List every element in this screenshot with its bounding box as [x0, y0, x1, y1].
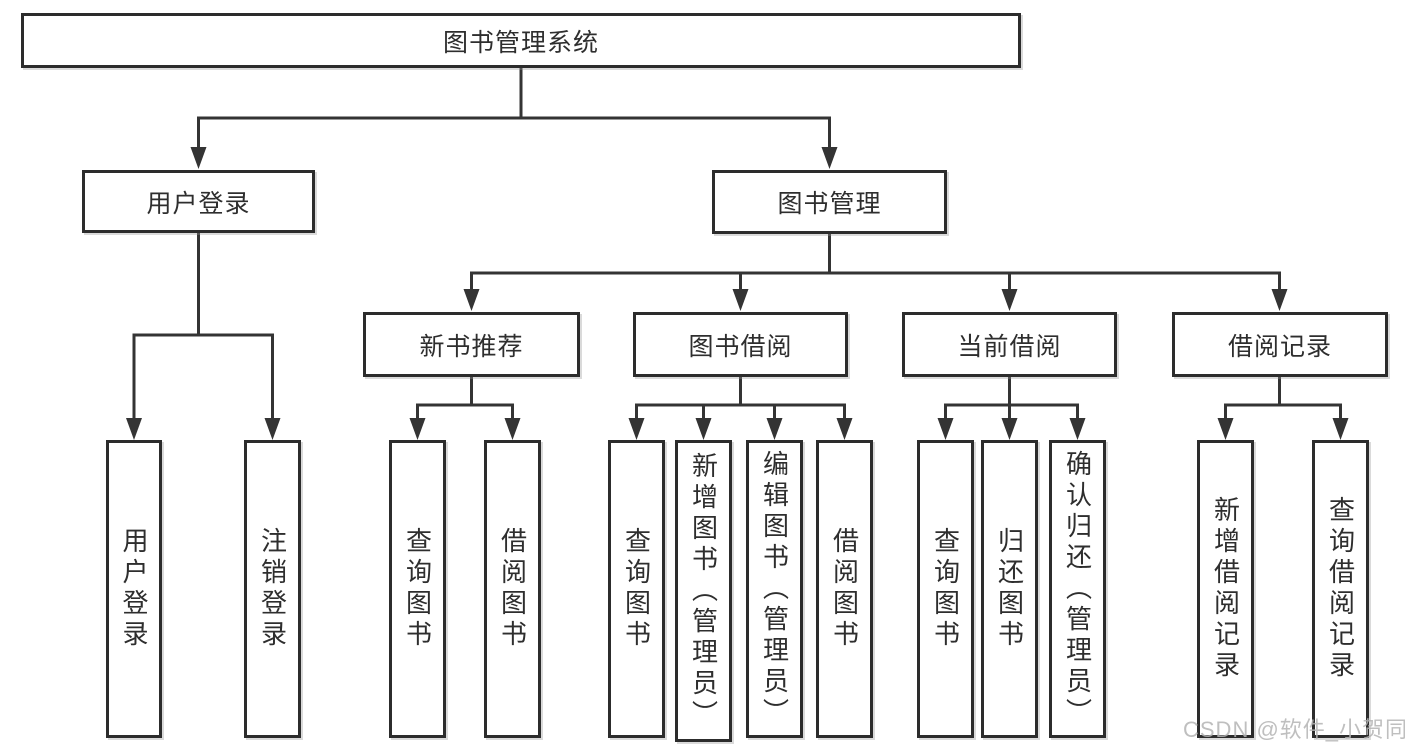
node-label: 借阅图书: [829, 527, 860, 651]
node-user-login: 用户登录: [82, 170, 315, 233]
node-label: 确认归还（管理员）: [1062, 449, 1093, 729]
node-label: 图书借阅: [688, 332, 793, 361]
node-label: 编辑图书（管理员）: [759, 449, 790, 729]
leaf-query-books-current: 查询图书: [917, 440, 974, 738]
node-label: 查询借阅记录: [1325, 496, 1356, 682]
leaf-confirm-return-admin: 确认归还（管理员）: [1049, 440, 1106, 738]
leaf-borrow-books-recommend: 借阅图书: [484, 440, 541, 738]
leaf-add-books-admin: 新增图书（管理员）: [675, 440, 732, 742]
node-new-book-recommend: 新书推荐: [363, 312, 580, 377]
node-label: 新增借阅记录: [1210, 496, 1241, 682]
node-book-borrowing: 图书借阅: [633, 312, 848, 377]
node-label: 归还图书: [994, 527, 1025, 651]
node-book-management-system: 图书管理系统: [21, 13, 1021, 68]
node-label: 借阅记录: [1227, 332, 1332, 361]
node-current-borrowing: 当前借阅: [902, 312, 1117, 377]
leaf-query-borrow-record: 查询借阅记录: [1312, 440, 1369, 738]
leaf-query-books-borrowing: 查询图书: [608, 440, 665, 738]
node-label: 用户登录: [146, 189, 251, 218]
leaf-query-books-recommend: 查询图书: [389, 440, 446, 738]
node-label: 查询图书: [621, 527, 652, 651]
node-label: 查询图书: [930, 527, 961, 651]
node-book-management: 图书管理: [712, 170, 947, 234]
node-label: 借阅图书: [497, 527, 528, 651]
node-label: 新书推荐: [419, 332, 524, 361]
node-label: 用户登录: [119, 527, 149, 651]
node-label: 注销登录: [257, 527, 288, 651]
node-label: 图书管理系统: [442, 28, 599, 57]
csdn-watermark: CSDN @软件_小贺同学: [1183, 717, 1405, 742]
node-label: 当前借阅: [957, 332, 1062, 361]
arrowheads: [126, 147, 1349, 440]
leaf-return-books: 归还图书: [981, 440, 1038, 738]
leaf-add-borrow-record: 新增借阅记录: [1197, 440, 1254, 738]
leaf-user-login: 用户登录: [106, 440, 162, 738]
leaf-logout: 注销登录: [244, 440, 301, 738]
leaf-borrow-books: 借阅图书: [816, 440, 873, 738]
node-label: 查询图书: [402, 527, 433, 651]
leaf-edit-books-admin: 编辑图书（管理员）: [746, 440, 803, 738]
node-borrowing-records: 借阅记录: [1172, 312, 1388, 377]
node-label: 图书管理: [777, 190, 882, 218]
node-label: 新增图书（管理员）: [688, 451, 719, 731]
